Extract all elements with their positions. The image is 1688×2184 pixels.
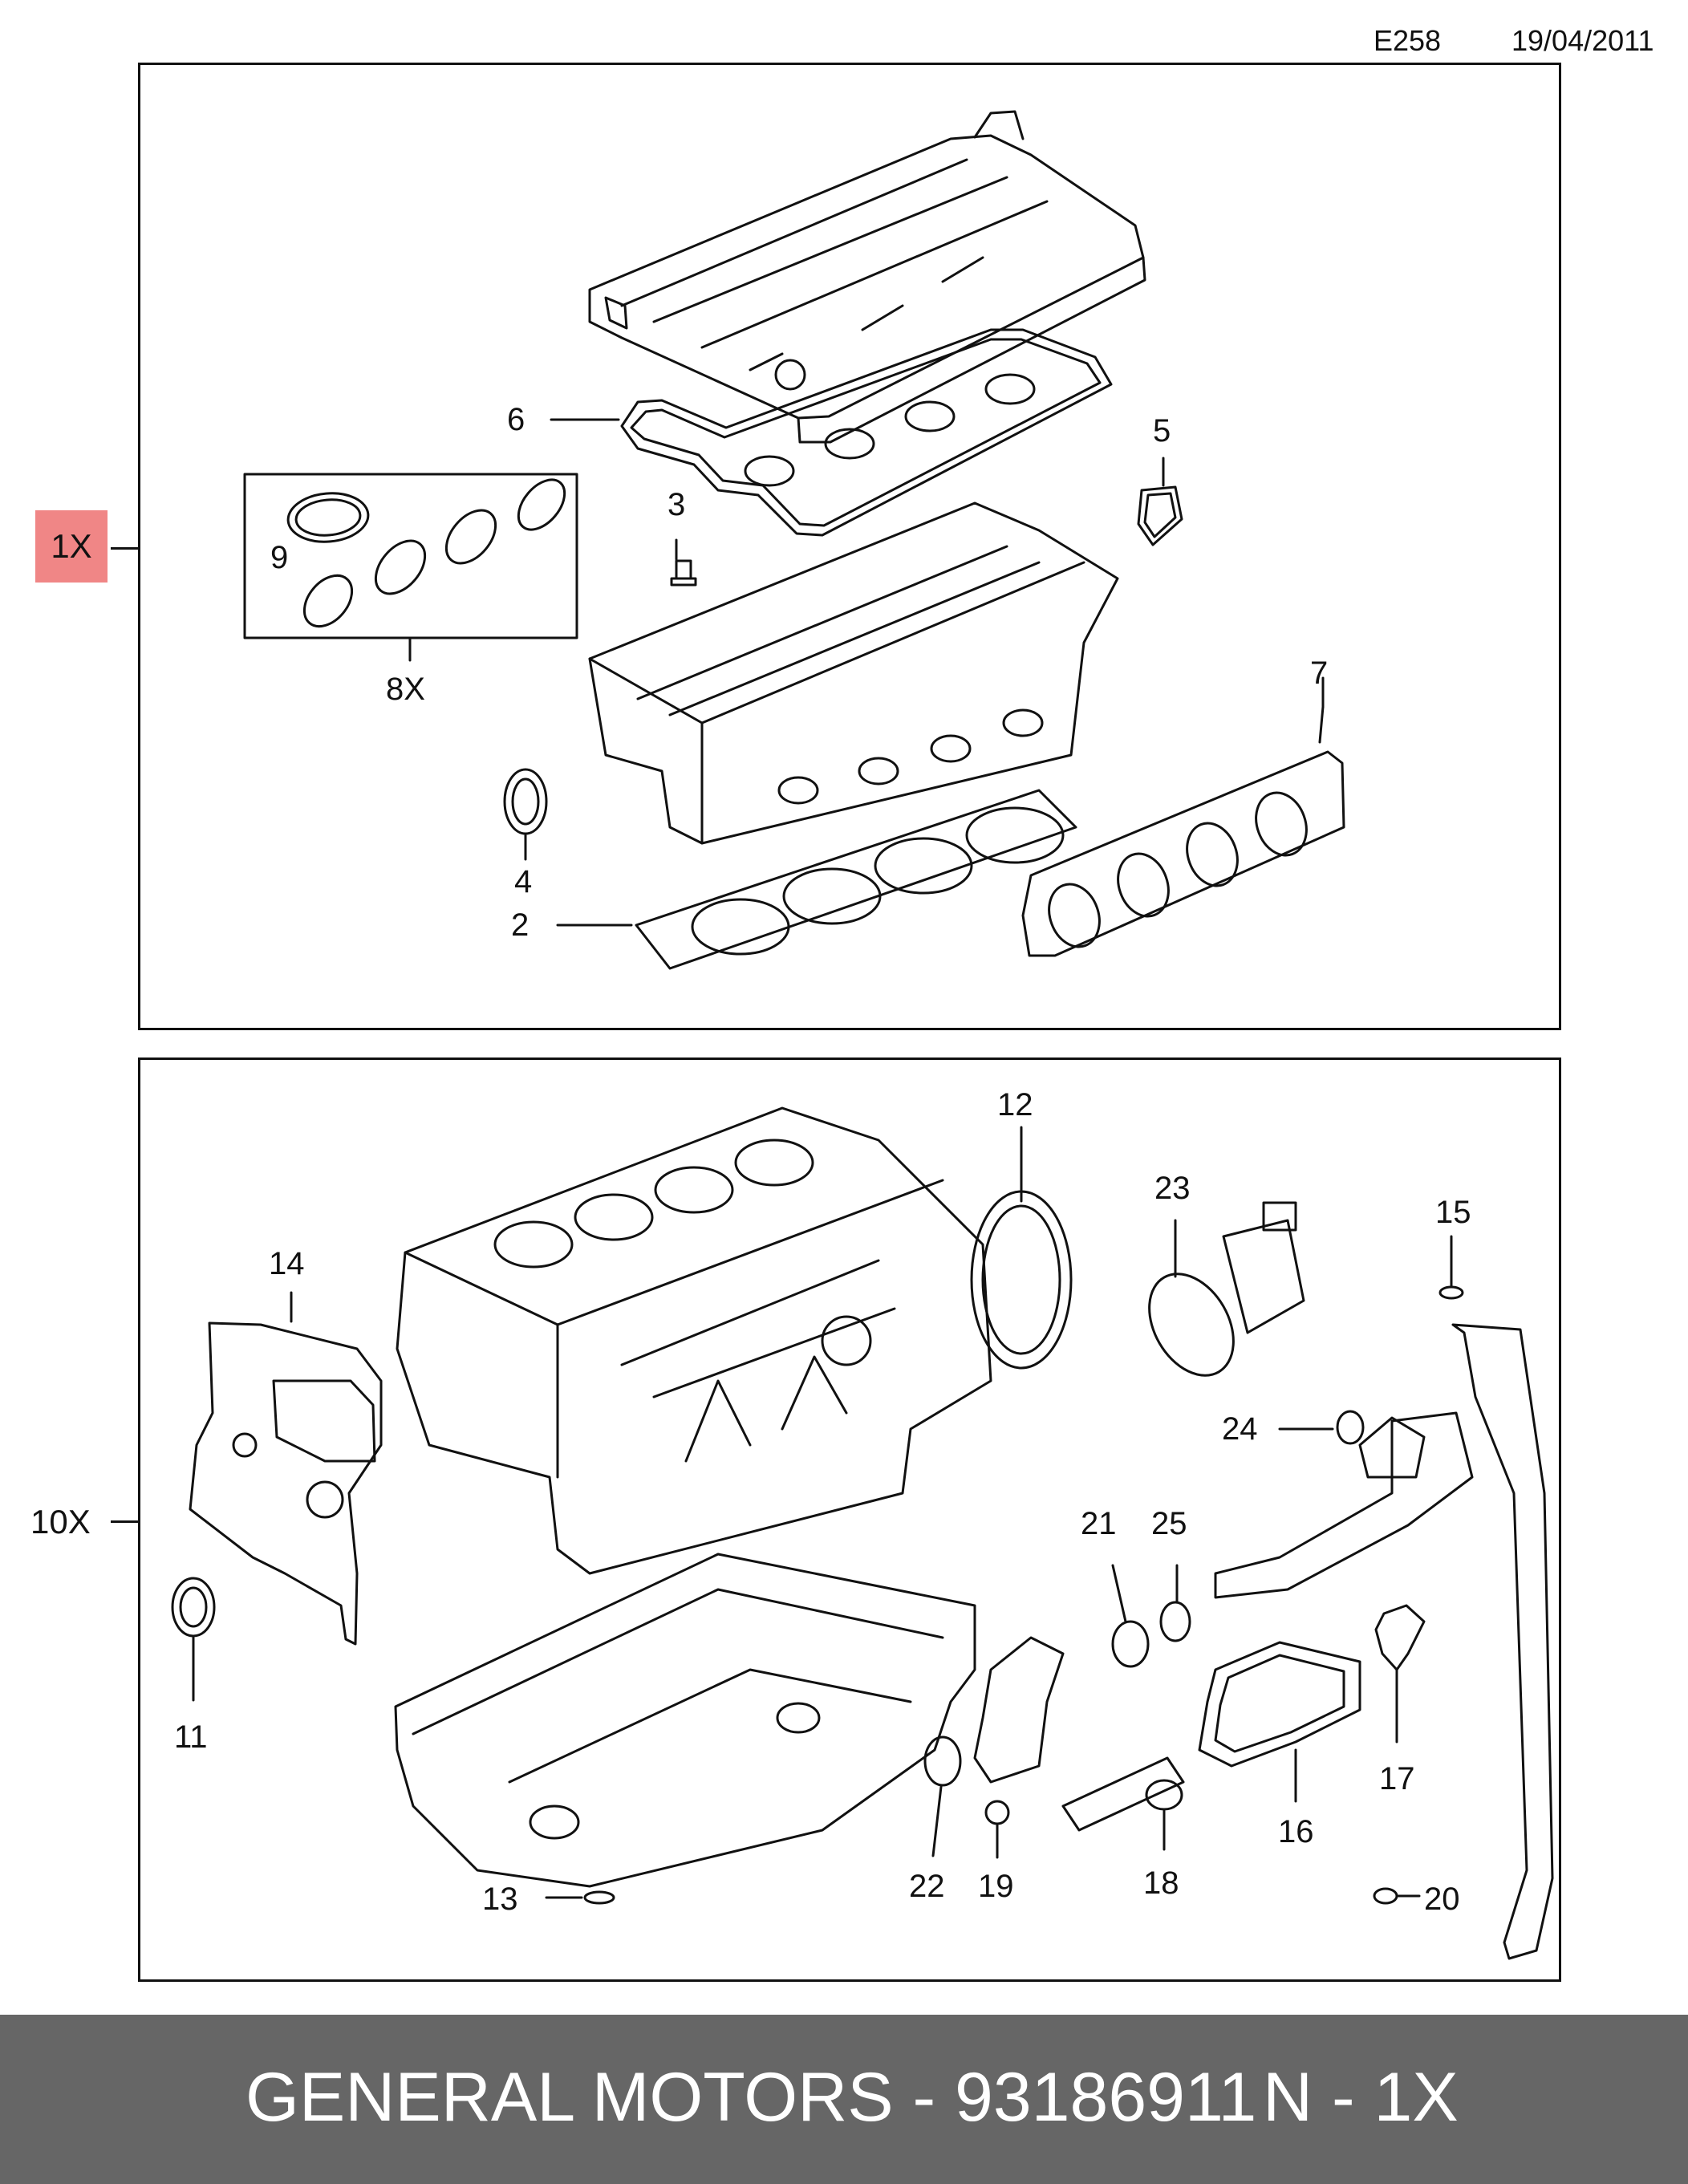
part-16-cooler-gasket (1198, 1641, 1361, 1768)
part-14-cover-gasket (189, 1321, 383, 1646)
footer-brand-part: GENERAL MOTORS - 93186911 (245, 2059, 1257, 2136)
callout-21: 21 (1081, 1506, 1117, 1541)
part-21-ring (1111, 1620, 1150, 1668)
callout-16: 16 (1278, 1814, 1314, 1849)
part-19-ring (984, 1800, 1010, 1825)
dipstick-tube (1451, 1323, 1554, 1960)
vent-pipe (1214, 1411, 1474, 1599)
part-7-manifold-gasket (1021, 750, 1345, 957)
callout-2: 2 (511, 907, 530, 943)
callout-11: 11 (174, 1719, 208, 1755)
callout-9: 9 (270, 540, 289, 575)
part-12-seal (970, 1190, 1073, 1370)
top-panel-drawing (243, 110, 1345, 970)
diagram-date: 19/04/2011 (1511, 24, 1654, 57)
footer-quantity: N - 1X (1263, 2059, 1459, 2136)
callout-14: 14 (269, 1246, 305, 1281)
callout-12: 12 (997, 1087, 1033, 1122)
callout-25: 25 (1151, 1506, 1187, 1541)
callout-13: 13 (482, 1882, 518, 1917)
callout-22: 22 (909, 1869, 945, 1904)
valve-cover-drawing (588, 110, 1146, 444)
part-20-ring (1373, 1887, 1398, 1905)
part-3-seal (670, 559, 697, 587)
top-panel: 6 3 5 9 8X 7 4 2 (138, 63, 1561, 1030)
part-15-ring (1438, 1285, 1464, 1300)
kit-quantity: 8X (386, 672, 425, 707)
part-22-ring (923, 1735, 962, 1787)
callout-18: 18 (1143, 1865, 1179, 1901)
part-23-filter-cap (1148, 1201, 1305, 1377)
part-5-gasket (1137, 485, 1183, 546)
bottom-quantity-leader (111, 1520, 140, 1523)
callout-4: 4 (514, 864, 533, 899)
part-13-ring (583, 1890, 615, 1905)
oil-pan-drawing (394, 1553, 976, 1888)
part-9-rings (286, 478, 566, 628)
part-17-gasket (1374, 1604, 1426, 1671)
cylinder-head-drawing (588, 501, 1119, 845)
callout-24: 24 (1222, 1411, 1258, 1447)
callout-17: 17 (1379, 1761, 1415, 1796)
callout-7: 7 (1310, 656, 1329, 691)
part-24-ring (1336, 1410, 1365, 1445)
callout-6: 6 (507, 402, 525, 437)
valve-cover-gasket (620, 328, 1113, 537)
badge-leader (111, 547, 140, 550)
diagram-code: E258 (1374, 24, 1442, 57)
bottom-panel-drawing (171, 1106, 1554, 1960)
ring-kit-box (243, 473, 578, 639)
callout-5: 5 (1153, 413, 1171, 449)
callout-15: 15 (1435, 1195, 1471, 1230)
callout-20: 20 (1424, 1882, 1460, 1917)
part-18-ring (1145, 1779, 1183, 1811)
callout-19: 19 (978, 1869, 1014, 1904)
footer-bar: GENERAL MOTORS - 93186911 N - 1X (0, 2015, 1688, 2184)
bottom-panel: 12 23 15 14 24 21 25 11 17 16 22 19 18 1… (138, 1057, 1561, 1982)
part-4-seal (503, 768, 548, 835)
part-2-head-gasket (635, 789, 1077, 970)
quantity-badge-top: 1X (35, 510, 108, 583)
callout-23: 23 (1154, 1171, 1191, 1206)
part-25-ring (1159, 1601, 1191, 1642)
part-11-seal (171, 1577, 216, 1638)
quantity-bottom: 10X (30, 1503, 91, 1541)
oil-cooler-line (973, 1636, 1065, 1784)
engine-block-drawing (396, 1106, 992, 1575)
callout-3: 3 (667, 487, 686, 522)
